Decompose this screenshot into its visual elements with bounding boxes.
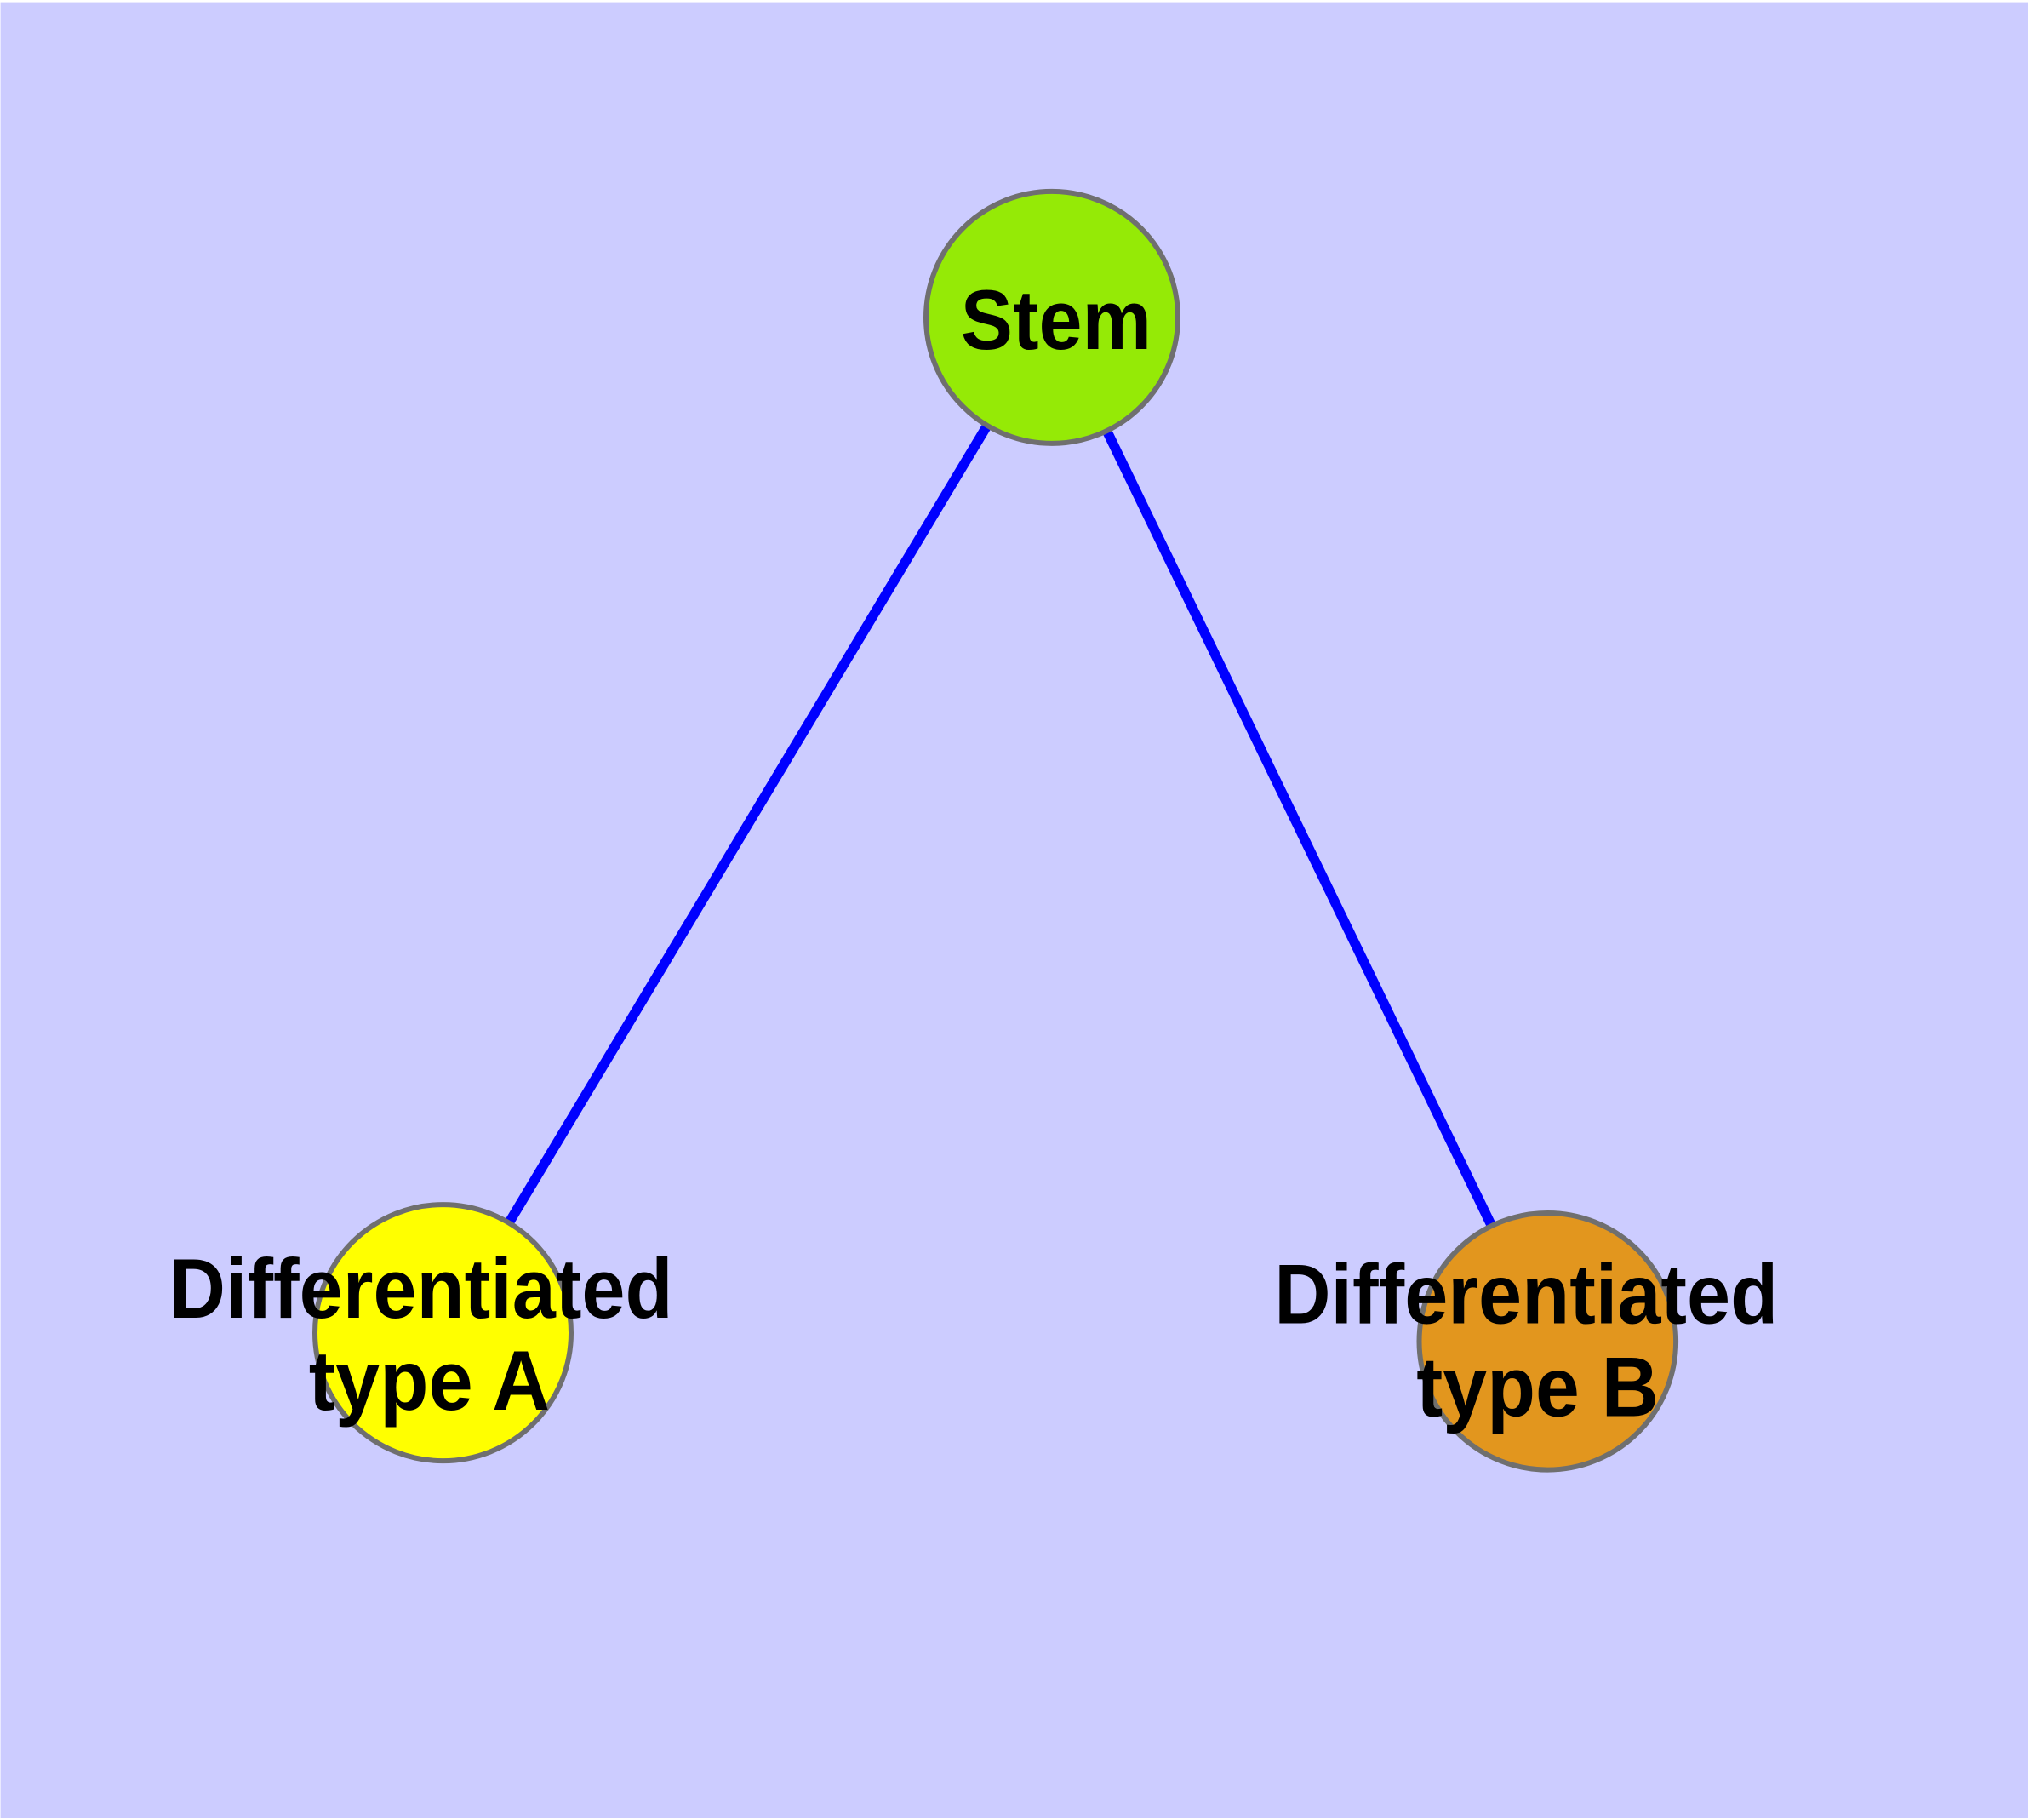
svg-text:Differentiated: Differentiated (1274, 1247, 1778, 1342)
svg-text:Differentiated: Differentiated (169, 1241, 673, 1336)
svg-text:type B: type B (1416, 1340, 1659, 1434)
svg-text:Stem: Stem (961, 272, 1152, 367)
svg-text:type A: type A (309, 1333, 550, 1428)
